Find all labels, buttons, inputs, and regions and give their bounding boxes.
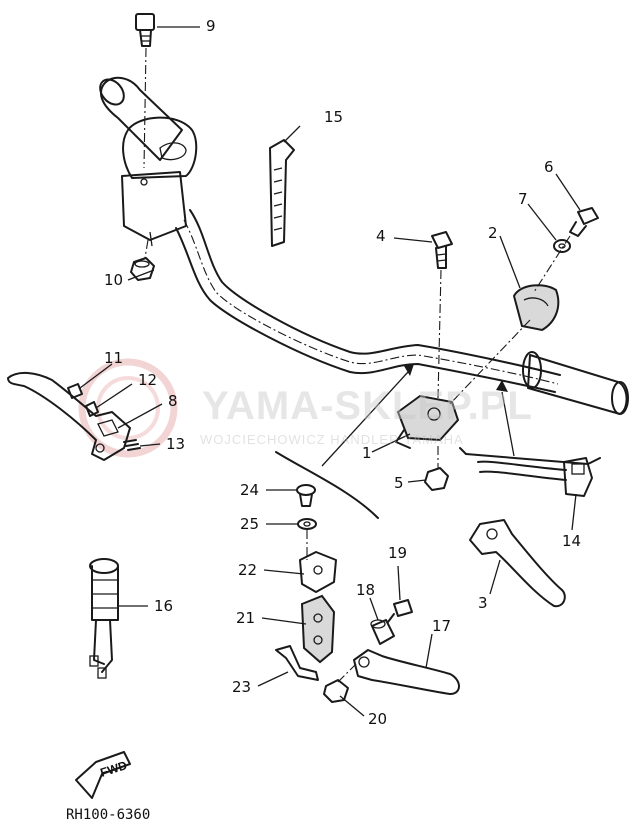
nut-5: [424, 446, 449, 491]
leader-lines: [79, 26, 581, 717]
callout-5: 5: [394, 474, 404, 492]
callout-6: 6: [544, 158, 554, 176]
callout-7: 7: [518, 190, 528, 208]
callout-4: 4: [376, 227, 386, 245]
clamp-2: [447, 284, 560, 407]
callout-12: 12: [138, 371, 158, 389]
callout-13: 13: [166, 435, 186, 453]
callout-8: 8: [168, 392, 178, 410]
callout-15: 15: [324, 108, 344, 126]
bracket-22: [299, 551, 337, 593]
left-lever-assembly: [7, 372, 141, 461]
callout-22: 22: [238, 561, 258, 579]
callout-25: 25: [240, 515, 260, 533]
cable-tie-15: [269, 139, 295, 247]
switch-14: [477, 457, 593, 497]
collar-18: [370, 619, 395, 645]
callout-21: 21: [236, 609, 256, 627]
lever-17: [353, 649, 460, 695]
callout-19: 19: [388, 544, 408, 562]
callout-18: 18: [356, 581, 376, 599]
callout-9: 9: [206, 17, 216, 35]
callout-24: 24: [240, 481, 260, 499]
bolt-19: [387, 599, 413, 623]
callout-16: 16: [154, 597, 174, 615]
lever-3: [469, 519, 566, 608]
callout-10: 10: [104, 271, 124, 289]
handlebar: [175, 209, 629, 415]
callout-3: 3: [478, 594, 488, 612]
screw-6: [533, 207, 599, 293]
diagram-code: RH100-6360: [66, 807, 151, 823]
callout-20: 20: [368, 710, 388, 728]
clip-23: [275, 645, 319, 681]
nut-10: [130, 239, 155, 281]
bolt-9: [135, 13, 155, 169]
callout-1: 1: [362, 444, 372, 462]
bracket-21: [300, 594, 336, 664]
callout-14: 14: [562, 532, 582, 550]
callout-11: 11: [104, 349, 124, 367]
washer-7: [553, 239, 571, 253]
watermark-subtitle: WOJCIECHOWICZ HANDLER YAMAHA: [200, 432, 464, 447]
fwd-arrow: [75, 751, 131, 799]
throttle-assembly: [99, 76, 198, 247]
screw-24: [296, 484, 316, 507]
bolt-4: [431, 231, 453, 399]
callout-17: 17: [432, 617, 452, 635]
watermark-title: YAMA-SKLEP.PL: [202, 384, 533, 428]
callout-2: 2: [488, 224, 498, 242]
switch-16: [89, 558, 119, 679]
callout-23: 23: [232, 678, 252, 696]
holder-1: [395, 394, 460, 449]
